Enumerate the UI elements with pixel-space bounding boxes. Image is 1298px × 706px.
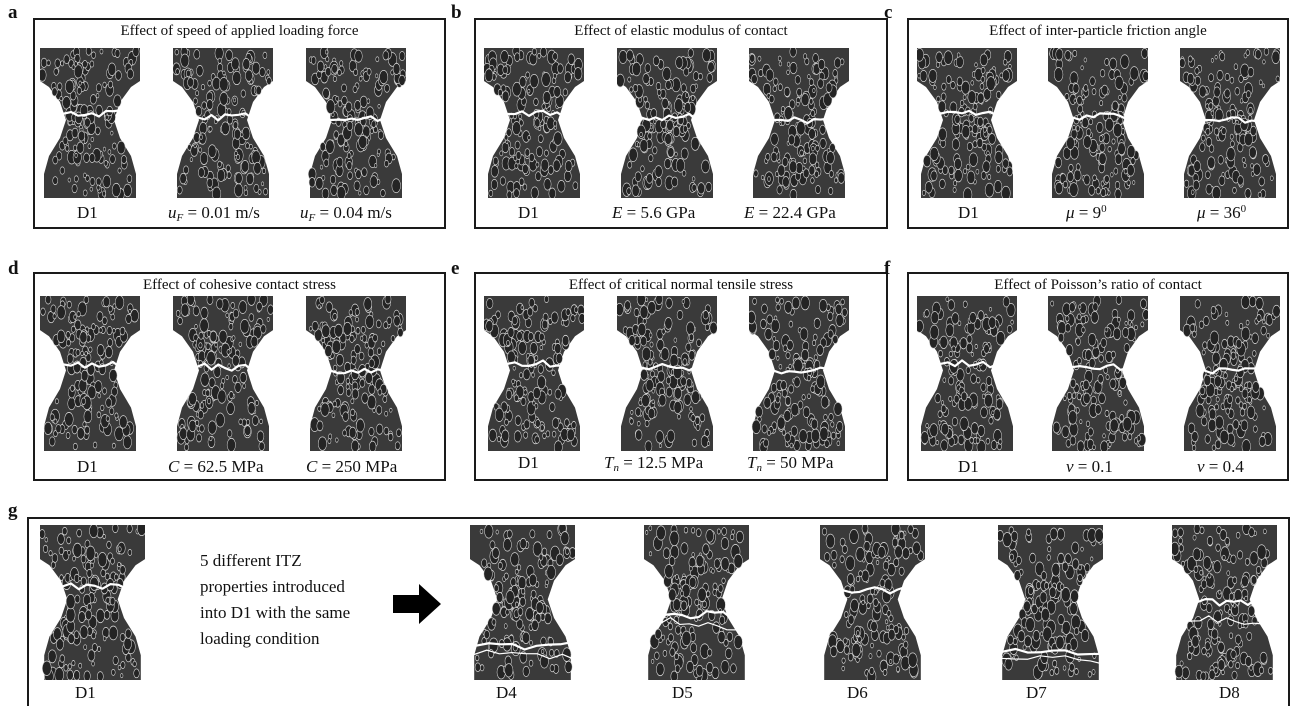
specimen-d-2 [173,296,273,451]
specimen-g-5 [998,525,1103,680]
panel-f: Effect of Poisson’s ratio of contact [907,272,1289,481]
specimen-label-f-1: D1 [958,457,979,476]
right-arrow-icon [393,584,441,624]
specimen-label-b-1: D1 [518,203,539,222]
specimen-d-3 [306,296,406,451]
specimen-e-2 [617,296,717,451]
specimen-label-a-2: uF = 0.01 m/s [168,203,260,224]
specimen-a-3 [306,48,406,198]
specimen-label-g-5: D7 [1026,683,1047,702]
panel-title-d: Effect of cohesive contact stress [143,277,336,293]
panel-b: Effect of elastic modulus of contact [474,18,888,229]
panel-letter-b: b [451,2,462,23]
panel-a: Effect of speed of applied loading force [33,18,446,229]
itz-description: 5 different ITZ properties introduced in… [200,551,351,648]
specimen-label-e-1: D1 [518,453,539,472]
specimen-g-3 [644,525,749,680]
specimen-b-3 [749,48,849,198]
specimen-label-g-3: D5 [672,683,693,702]
specimen-e-3 [749,296,849,451]
specimen-label-c-2: μ = 90 [1066,203,1107,222]
specimen-g-1 [40,525,145,680]
specimen-f-3 [1180,296,1280,451]
panel-e: Effect of critical normal tensile stress [474,272,888,481]
specimen-g-2 [470,525,575,680]
panel-letter-d: d [8,258,19,279]
panel-g [27,517,1290,706]
specimen-c-2 [1048,48,1148,198]
specimen-a-1 [40,48,140,198]
panel-title-e: Effect of critical normal tensile stress [568,277,794,293]
panel-letter-e: e [451,258,460,279]
panel-c: Effect of inter-particle friction angle [907,18,1289,229]
specimen-label-g-1: D1 [75,683,96,702]
panel-title-b: Effect of elastic modulus of contact [574,23,788,39]
specimen-f-2 [1048,296,1148,451]
specimen-b-1 [484,48,584,198]
specimen-d-1 [40,296,140,451]
specimen-g-6 [1172,525,1277,680]
specimen-label-e-2: Tn = 12.5 MPa [604,453,704,474]
specimen-c-1 [917,48,1017,198]
panel-letter-c: c [884,2,893,23]
specimen-c-3 [1180,48,1280,198]
specimen-f-1 [917,296,1017,451]
specimen-label-b-2: E = 5.6 GPa [612,203,696,222]
specimen-label-g-6: D8 [1219,683,1240,702]
specimen-label-g-4: D6 [847,683,868,702]
specimen-label-g-2: D4 [496,683,517,702]
specimen-label-d-1: D1 [77,457,98,476]
specimen-label-a-3: uF = 0.04 m/s [300,203,392,224]
specimen-label-d-3: C = 250 MPa [306,457,398,476]
specimen-label-c-1: D1 [958,203,979,222]
panel-title-f: Effect of Poisson’s ratio of contact [994,277,1202,293]
specimen-label-a-1: D1 [77,203,98,222]
specimen-a-2 [173,48,273,198]
panel-title-c: Effect of inter-particle friction angle [989,23,1207,39]
specimen-label-b-3: E = 22.4 GPa [744,203,836,222]
specimen-g-4 [820,525,925,680]
panel-letter-a: a [8,2,18,23]
specimen-label-f-3: ν = 0.4 [1197,457,1244,476]
panel-letter-g: g [8,500,18,521]
panel-title-a: Effect of speed of applied loading force [120,23,359,39]
specimen-b-2 [617,48,717,198]
specimen-label-e-3: Tn = 50 MPa [747,453,834,474]
specimen-label-c-3: μ = 360 [1197,203,1247,222]
panel-d: Effect of cohesive contact stress [33,272,446,481]
specimen-e-1 [484,296,584,451]
specimen-label-f-2: ν = 0.1 [1066,457,1113,476]
specimen-label-d-2: C = 62.5 MPa [168,457,264,476]
panel-letter-f: f [884,258,891,279]
